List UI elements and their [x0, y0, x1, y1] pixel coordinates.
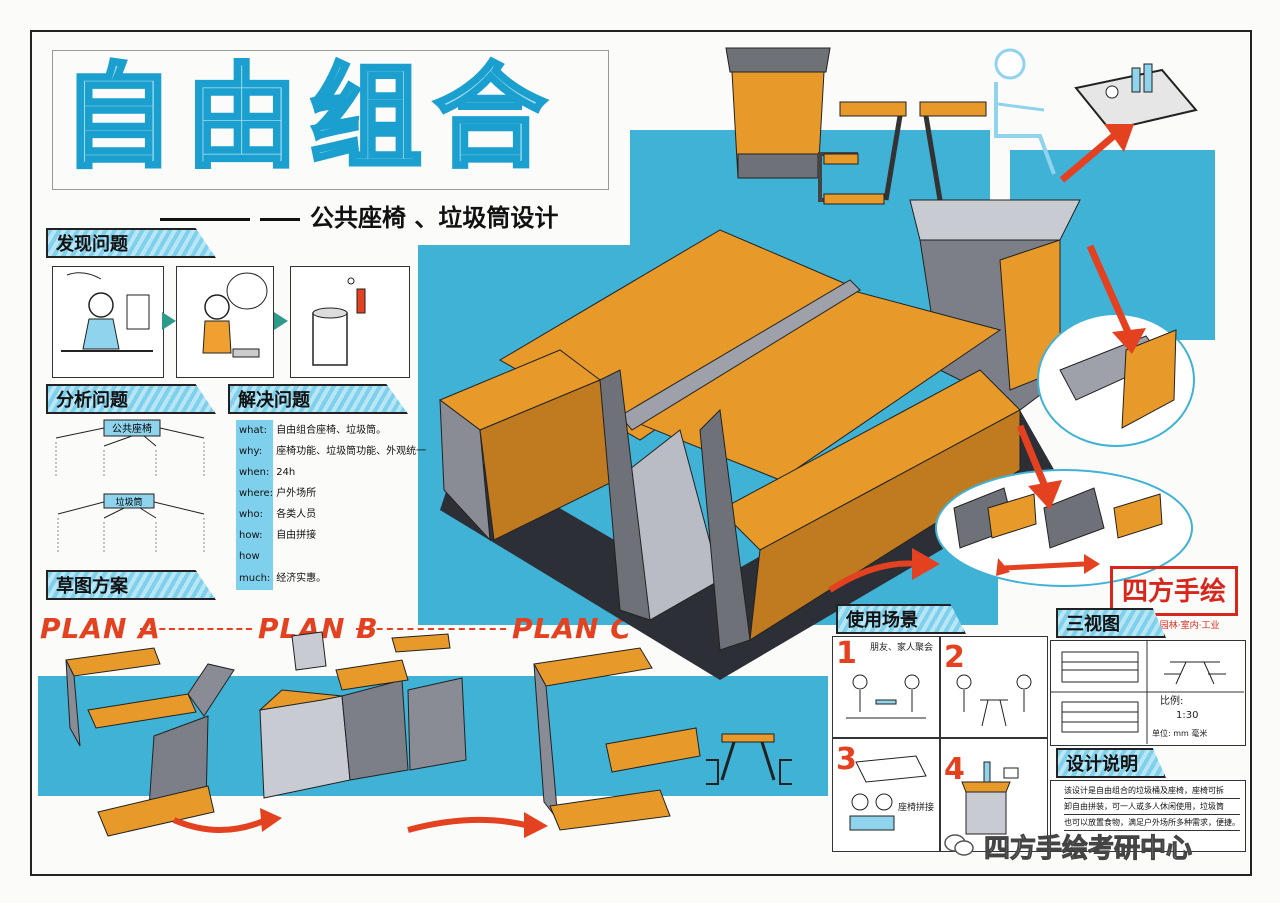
- plan-flow-arrow-2: [407, 812, 548, 838]
- scene-2-figures: [956, 674, 1032, 727]
- solution-key: what:: [236, 420, 273, 442]
- solution-value: 24h: [276, 467, 296, 478]
- trash-bin-sketch: [725, 47, 831, 179]
- border-frame: [30, 30, 1252, 876]
- banner-discover: 发现问题: [46, 228, 216, 258]
- red-arrow-main: [828, 548, 940, 593]
- person-outline-sketch: [994, 48, 1056, 175]
- solution-key: how much:: [236, 546, 273, 590]
- scene-box-2: [940, 636, 1048, 738]
- bracket-sketch: [818, 101, 987, 205]
- sketch-person-eating: [202, 272, 268, 358]
- red-arrow-detail-1: [1086, 244, 1146, 354]
- solution-key: where:: [236, 483, 273, 505]
- banner-design-notes: 设计说明: [1056, 748, 1166, 778]
- scene-number-3: 3: [836, 742, 857, 777]
- page-subtitle: 公共座椅 、垃圾筒设计: [160, 198, 558, 233]
- analysis-center-label: 公共座椅: [112, 422, 152, 435]
- title-box: [52, 50, 609, 190]
- plan-a-label: PLAN A: [40, 612, 161, 645]
- banner-views: 三视图: [1056, 608, 1166, 638]
- brand-stamp: 四方手绘: [1110, 566, 1238, 616]
- sketch-person-sitting: [61, 272, 153, 352]
- solution-row: why: 座椅功能、垃圾筒功能、外观统一: [236, 441, 426, 463]
- plan-b-sketch: [258, 631, 467, 799]
- scene-1-figures: [846, 674, 926, 719]
- design-text-3: 也可以放置食物，满足户外场所多种需求，便捷。: [1064, 816, 1240, 831]
- design-notes-panel: [1050, 780, 1246, 852]
- solution-value: 自由组合座椅、垃圾筒。: [276, 425, 387, 436]
- page-title: 自由组合: [60, 51, 558, 185]
- solution-key: who:: [236, 504, 273, 526]
- scene-4-figures: [961, 761, 1019, 835]
- plan-c-sketch: [533, 647, 701, 831]
- tray-sketch: [1074, 63, 1198, 132]
- solution-row: who: 各类人员: [236, 504, 316, 526]
- design-text-1: 该设计是自由组合的垃圾桶及座椅，座椅可拆: [1064, 784, 1240, 799]
- discover-panel-3: [290, 266, 410, 378]
- solution-value: 户外场所: [276, 488, 317, 499]
- plan-c-small-sketch: [706, 733, 792, 785]
- wechat-icon: [944, 834, 974, 856]
- plan-divider-2: [356, 628, 506, 630]
- discover-panel-1: [52, 266, 164, 378]
- design-text-2: 卸自由拼装，可一人或多人休闲使用，垃圾筒: [1064, 800, 1240, 815]
- flow-arrow-1: [162, 312, 176, 330]
- red-arrow-tray: [1059, 124, 1134, 183]
- scene-number-1: 1: [836, 636, 857, 671]
- banner-sketch: 草图方案: [46, 570, 216, 600]
- solution-row: where: 户外场所: [236, 483, 316, 505]
- solution-key: how:: [236, 525, 273, 547]
- solution-row: how much: 经济实惠。: [236, 546, 326, 590]
- solution-value: 各类人员: [276, 509, 317, 520]
- banner-analyze: 分析问题: [46, 384, 216, 414]
- plan-a-sketch: [65, 647, 235, 837]
- flow-arrow-2: [274, 312, 288, 330]
- detail-circle-2: [935, 469, 1193, 587]
- scene-caption-1: 朋友、家人聚会: [870, 643, 934, 653]
- scene-box-3: [832, 738, 940, 852]
- solution-value: 自由拼接: [276, 530, 317, 541]
- subtitle-text: 公共座椅 、垃圾筒设计: [310, 204, 559, 232]
- solution-key: when:: [236, 462, 273, 484]
- scene-box-1: [832, 636, 940, 738]
- banner-scenes: 使用场景: [836, 604, 966, 634]
- brand-stamp-sub: 产品·规划·园林·室内·工业: [1118, 621, 1220, 631]
- three-view-drawings: [1050, 640, 1244, 744]
- scene-number-2: 2: [944, 640, 965, 675]
- scene-number-4: 4: [944, 752, 965, 787]
- subtitle-dash: [160, 217, 250, 221]
- watermark-text: 四方手绘考研中心: [983, 834, 1193, 865]
- plan-flow-arrow-1: [172, 808, 282, 833]
- solution-key: why:: [236, 441, 273, 463]
- scale-label: 比例:: [1160, 696, 1184, 707]
- discover-panel-2: [176, 266, 274, 378]
- plan-c-label: PLAN C: [512, 612, 632, 645]
- scene-3-figures: [849, 755, 927, 831]
- solution-value: 座椅功能、垃圾筒功能、外观统一: [276, 446, 427, 457]
- banner-solve: 解决问题: [228, 384, 408, 414]
- unit-label: 单位: mm 毫米: [1152, 729, 1208, 738]
- solution-row: when: 24h: [236, 462, 295, 484]
- solution-row: how: 自由拼接: [236, 525, 316, 547]
- main-product-render: [439, 199, 1081, 680]
- analysis-mindmap: 公共座椅 垃圾筒: [55, 419, 205, 554]
- analysis-center2-label: 垃圾筒: [115, 496, 142, 508]
- subtitle-dash-2: [260, 217, 300, 221]
- solution-row: what: 自由组合座椅、垃圾筒。: [236, 420, 386, 442]
- scene-caption-3: 座椅拼接: [898, 803, 935, 813]
- scale-value: 1:30: [1176, 710, 1199, 721]
- detail-circle-1: [1037, 313, 1195, 447]
- red-arrow-detail-2: [1016, 424, 1062, 510]
- sketch-trash-can: [312, 277, 366, 366]
- solution-value: 经济实惠。: [276, 573, 327, 584]
- plan-divider-1: [140, 628, 252, 630]
